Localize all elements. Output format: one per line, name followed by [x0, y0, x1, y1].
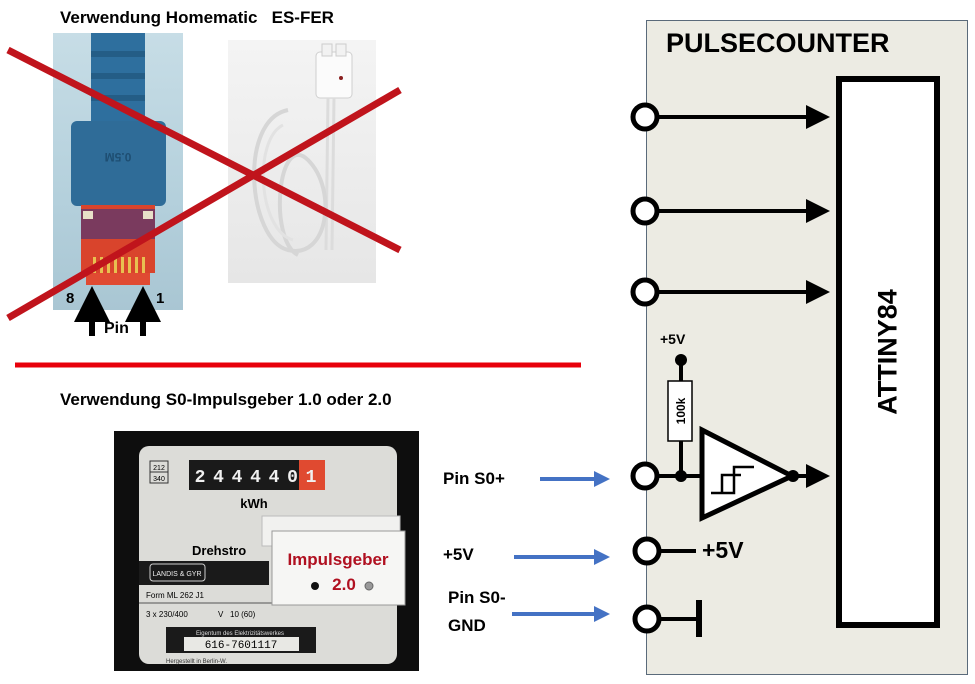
terminal-3 [630, 277, 660, 307]
homematic-title: Verwendung Homematic ES-FER [60, 8, 334, 27]
plug-body [71, 121, 166, 206]
impulsgeber-led [311, 582, 319, 590]
rj45-plug-drawing: 0.5M [71, 33, 166, 285]
terminal-s0-plus [630, 461, 660, 491]
inverter-bubble [787, 470, 799, 482]
counter-digit: 4 [213, 468, 224, 488]
cross-line-1 [6, 46, 402, 254]
serial-number: 616-7601117 [205, 640, 278, 652]
pin-8-label: 8 [66, 290, 75, 307]
supply-pin-label: +5V [702, 537, 744, 563]
terminal-1 [630, 102, 660, 132]
supply-terminal [632, 536, 696, 566]
form-label: Form ML 262 J1 [146, 591, 204, 600]
schmitt-trigger [699, 425, 798, 522]
gnd-label: GND [448, 616, 486, 635]
supply-dot [675, 354, 687, 366]
input-pin-2 [630, 196, 830, 226]
pulsecounter-title: PULSECOUNTER [666, 28, 890, 58]
unit-label: kWh [240, 496, 268, 511]
brand-label: LANDIS & GYR [152, 571, 201, 578]
plus-5v-label: +5V [443, 545, 474, 564]
pullup-supply-label: +5V [660, 331, 686, 347]
cross-line-2 [6, 86, 402, 322]
s0-input-circuit: 100k [630, 354, 830, 522]
counter-digit: 4 [269, 468, 280, 488]
ground-terminal [632, 600, 702, 637]
made-in-label: Hergestellt in Berlin-W. [166, 659, 227, 665]
counter-digit: 1 [306, 468, 317, 488]
counter-digit: 0 [287, 468, 298, 488]
resistor-label: 100k [674, 397, 688, 424]
impulsgeber-version: 2.0 [332, 575, 356, 594]
terminal-gnd [632, 604, 662, 634]
pin-label: Pin [104, 320, 129, 337]
meter-type: Drehstro [192, 543, 246, 558]
terminal-2 [630, 196, 660, 226]
impulsgeber-label: Impulsgeber [287, 550, 388, 569]
volt-unit: V [218, 610, 224, 619]
voltage-label: 3 x 230/400 [146, 610, 188, 619]
attiny84-chip [836, 76, 940, 628]
pin-s0-minus-label: Pin S0- [448, 588, 506, 607]
hysteresis-icon [711, 465, 754, 495]
plug-marking: 0.5M [105, 150, 132, 164]
input-pin-1 [630, 102, 830, 132]
owner-label: Eigentum des Elektrizitätswerkes [196, 631, 284, 637]
meter-faceplate [139, 446, 397, 664]
code-bottom: 340 [153, 476, 165, 483]
terminal-5v [632, 536, 662, 566]
current-label: 10 (60) [230, 610, 256, 619]
counter-digit: 4 [232, 468, 243, 488]
counter-digit: 4 [250, 468, 261, 488]
s0-impulsgeber-title: Verwendung S0-Impulsgeber 1.0 oder 2.0 [60, 390, 392, 409]
resistor-100k [667, 380, 693, 442]
rj45-plug-photo: 0.5M [53, 33, 183, 310]
impulsgeber-device [271, 530, 406, 606]
input-pin-3 [630, 277, 830, 307]
pin-s0-plus-label: Pin S0+ [443, 469, 505, 488]
code-top: 212 [153, 465, 165, 472]
counter-digit: 2 [195, 468, 206, 488]
es-fer-sensor-photo [228, 40, 376, 283]
